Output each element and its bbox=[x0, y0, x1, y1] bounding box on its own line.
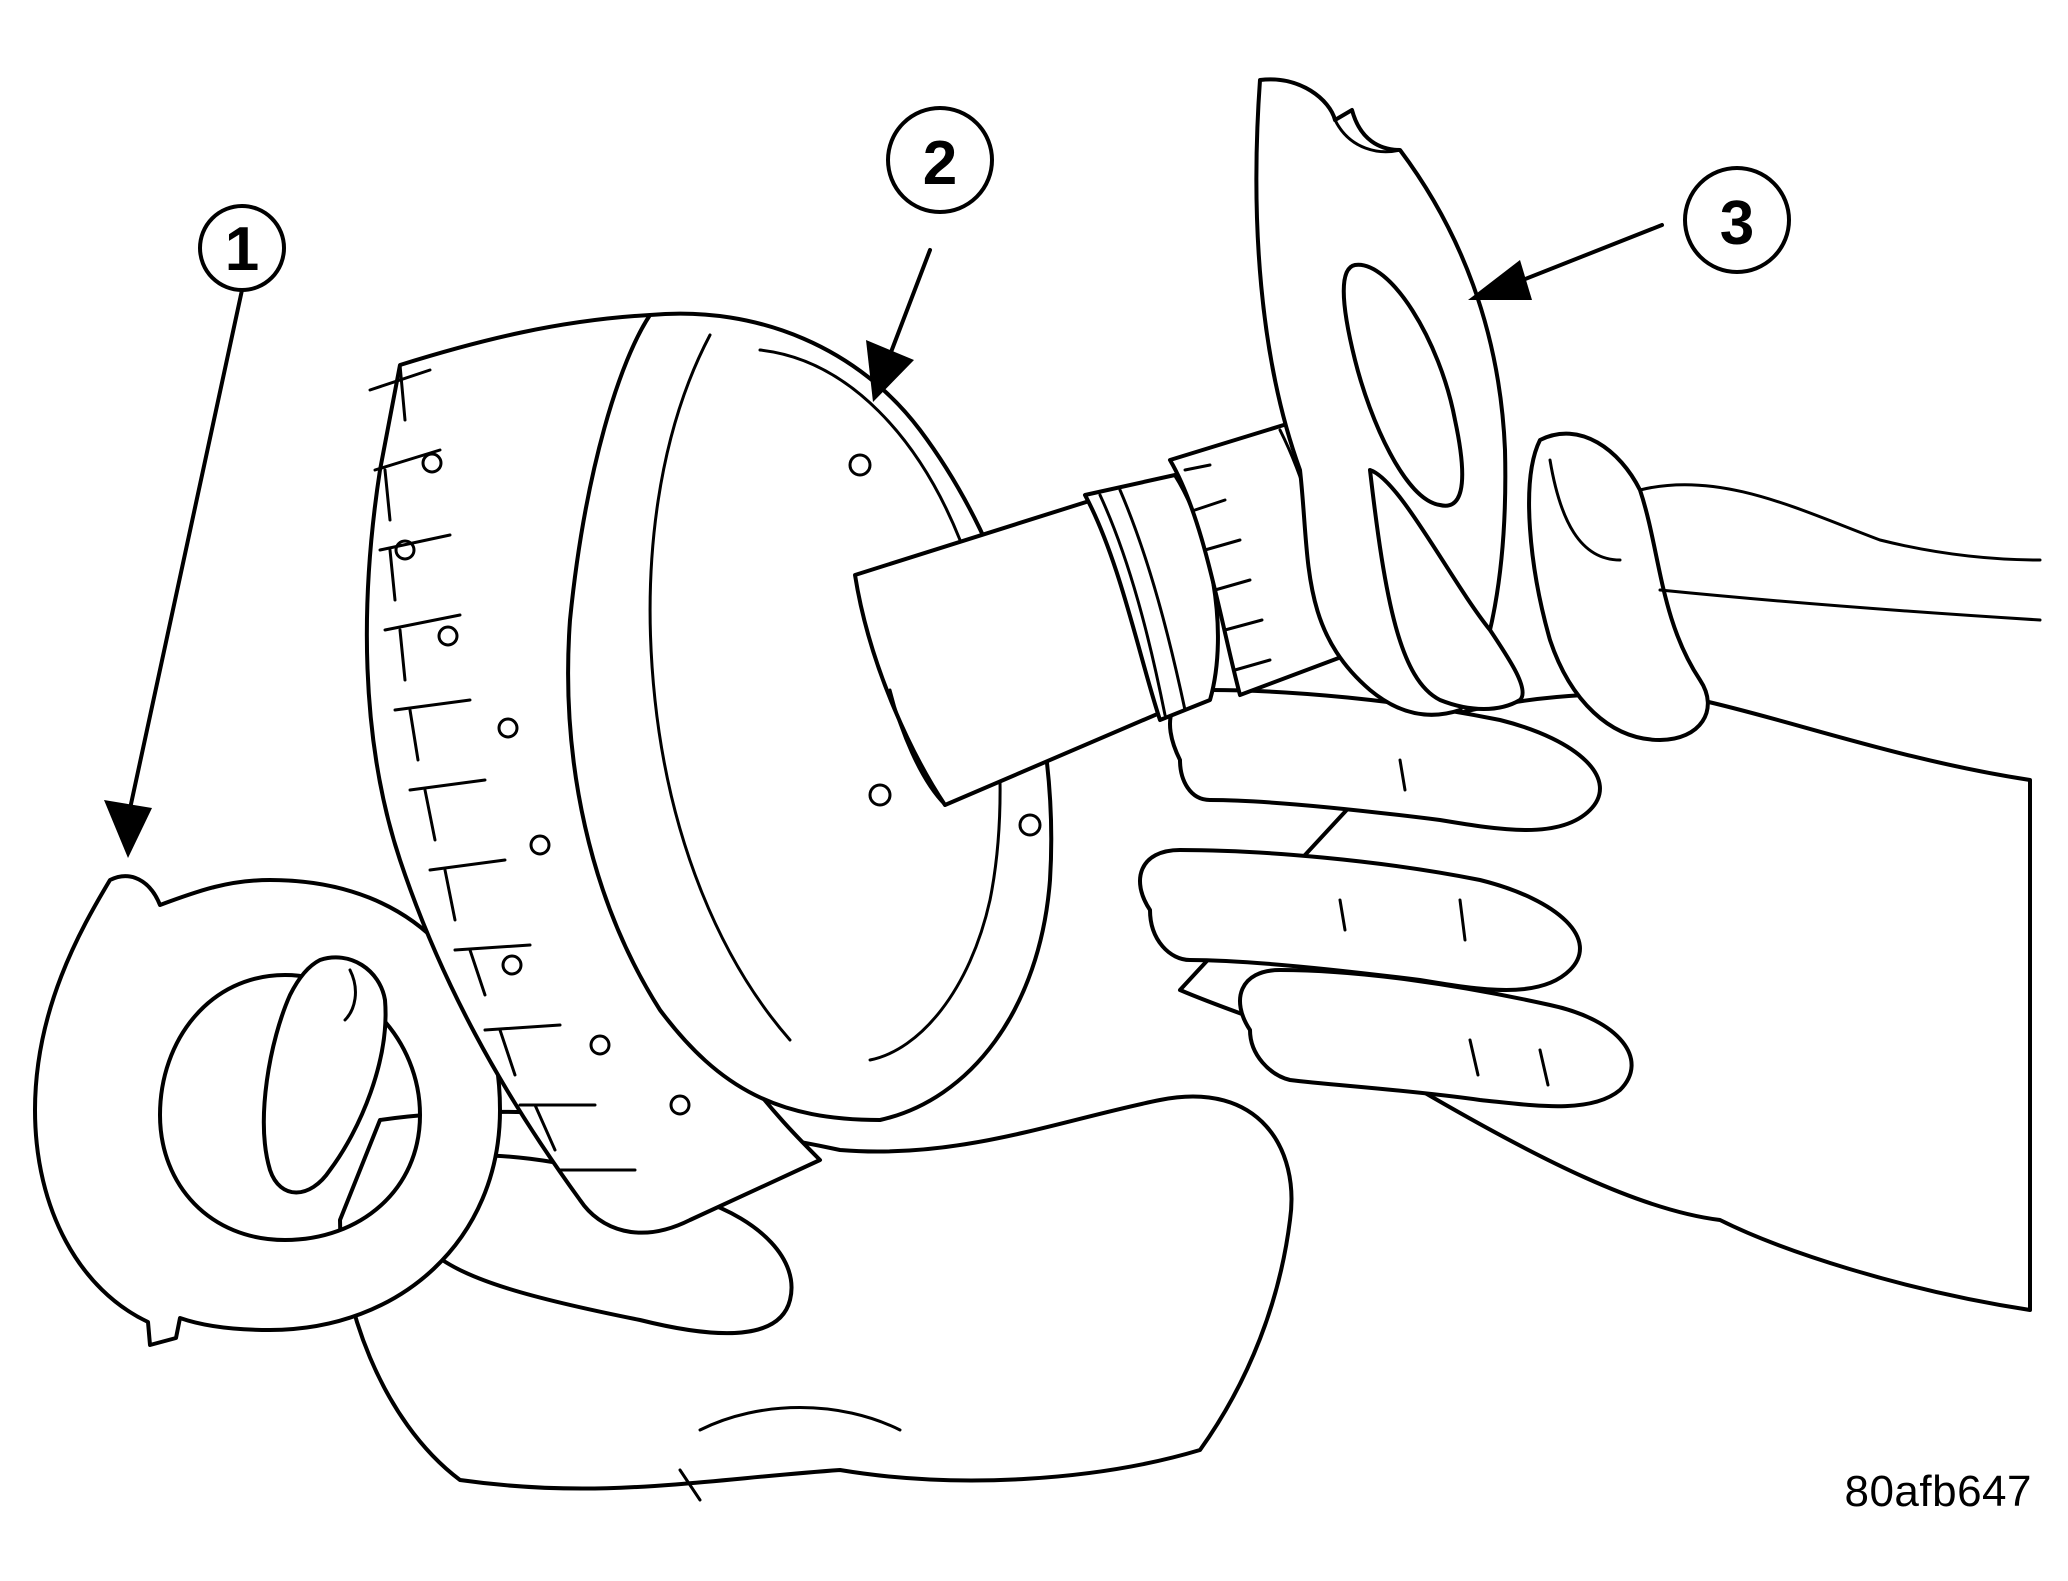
clutch-drum-part-2 bbox=[364, 311, 1364, 1235]
thrust-plate-part-3 bbox=[1254, 77, 1525, 717]
callout-1-arrowhead bbox=[104, 800, 152, 858]
thrust-washer-part-1 bbox=[33, 874, 502, 1347]
callout-3-label: 3 bbox=[1720, 189, 1754, 258]
callout-1: 1 bbox=[104, 204, 286, 858]
right-hand bbox=[1138, 431, 2042, 1312]
callout-2: 2 bbox=[866, 106, 994, 402]
callout-3-arrowhead bbox=[1468, 260, 1532, 300]
figure-id: 80afb647 bbox=[1844, 1467, 2032, 1516]
callout-3: 3 bbox=[1468, 166, 1791, 300]
callout-2-label: 2 bbox=[923, 129, 957, 198]
callout-2-arrowhead bbox=[866, 340, 914, 402]
callout-1-label: 1 bbox=[225, 215, 259, 284]
